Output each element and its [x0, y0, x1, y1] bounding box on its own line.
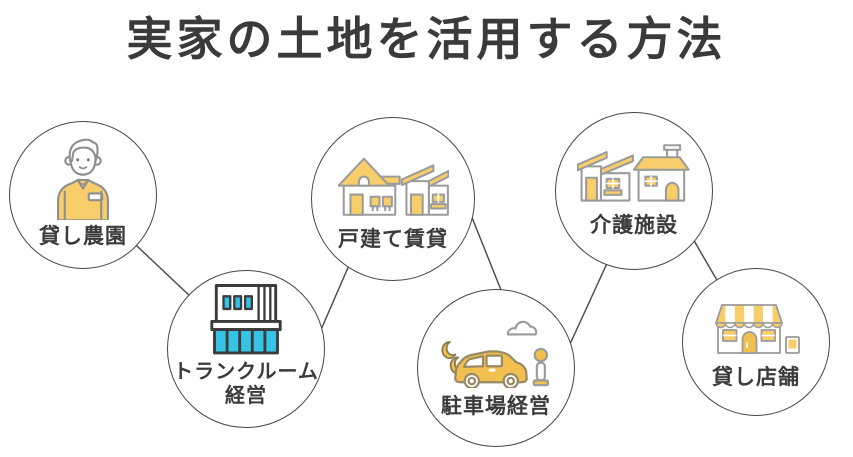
node-kashi-nouen: 貸し農園 [9, 121, 157, 269]
node-label: 介護施設 [590, 213, 678, 238]
parking-sign-icon [532, 347, 549, 387]
node-label: 戸建て賃貸 [338, 226, 448, 251]
node-label: 貸し店舗 [712, 365, 800, 389]
node-chushajo: 駐車場経営 [417, 289, 575, 447]
node-label: トランクルーム経営 [173, 358, 319, 407]
node-label: 貸し農園 [39, 224, 127, 249]
farmer-icon [56, 138, 110, 221]
node-label: 駐車場経営 [441, 393, 551, 418]
care-facility-icon [577, 144, 690, 202]
storage-container-icon [210, 284, 282, 355]
node-kaigo-shisetsu: 介護施設 [555, 112, 713, 270]
node-kashi-tenpo: 貸し店舗 [682, 268, 830, 416]
page-title: 実家の土地を活用する方法 [126, 12, 727, 66]
cloud-icon [506, 320, 538, 336]
parking-lot-icon [441, 320, 549, 388]
shop-icon [715, 304, 800, 354]
node-kodate-chintai: 戸建て賃貸 [311, 117, 475, 281]
node-trunk-room: トランクルーム経営 [167, 270, 325, 428]
rental-houses-icon [337, 157, 449, 216]
